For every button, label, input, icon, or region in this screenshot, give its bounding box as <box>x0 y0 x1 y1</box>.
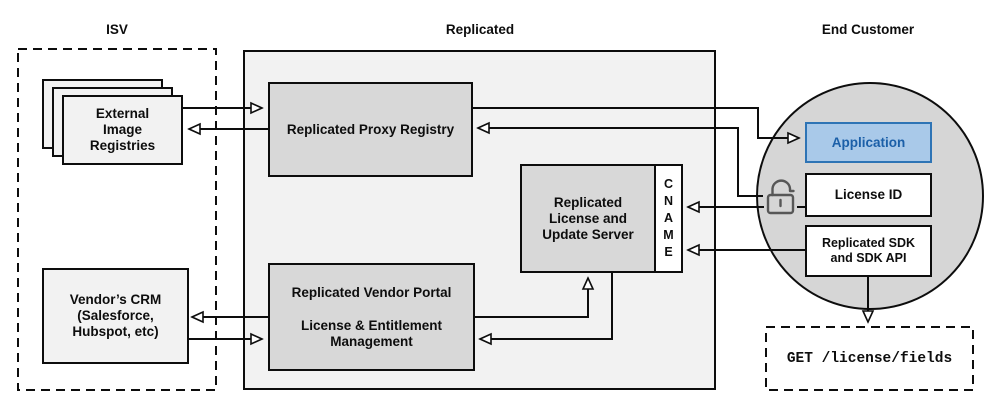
node-replicated-proxy-registry: Replicated Proxy Registry <box>268 82 473 177</box>
node-label-line: Registries <box>89 138 156 153</box>
node-application: Application <box>805 122 932 163</box>
node-label-line: Hubspot, etc) <box>72 324 159 339</box>
section-header-end-customer: End Customer <box>821 22 915 37</box>
cname-letter: C <box>663 177 674 191</box>
edge-licenseid-to-proxy <box>478 128 763 197</box>
node-label: Replicated Proxy Registry <box>286 121 455 137</box>
node-label-line: External <box>95 106 150 121</box>
cname-letter: A <box>663 211 674 225</box>
node-external-image-registries: External Image Registries <box>62 95 183 165</box>
node-label-line: License & Entitlement <box>300 317 443 333</box>
edge-portal-to-licenseserver <box>475 278 588 318</box>
node-label-line: Vendor’s CRM <box>69 292 162 307</box>
node-label-line: Replicated SDK <box>821 236 916 250</box>
node-label-line: (Salesforce, <box>77 308 154 323</box>
node-label-line: License and <box>548 210 628 226</box>
node-label: GET /license/fields <box>786 350 953 367</box>
edge-licenseserver-to-portal <box>480 273 613 339</box>
node-label-line: Management <box>330 333 413 349</box>
node-label-line: and SDK API <box>830 251 907 265</box>
section-header-isv: ISV <box>106 22 128 37</box>
section-header-replicated: Replicated <box>445 22 515 37</box>
cname-letter: N <box>663 194 674 208</box>
node-cname: C N A M E <box>654 164 683 273</box>
node-label-line: Update Server <box>542 226 634 242</box>
node-label-line: Replicated <box>553 194 623 210</box>
node-label-line: Image <box>102 122 143 137</box>
node-label: Application <box>831 134 906 150</box>
node-label: License ID <box>834 187 903 202</box>
unlock-icon <box>766 179 795 215</box>
node-replicated-license-update-server: Replicated License and Update Server <box>520 164 656 273</box>
cname-letter: M <box>663 228 674 242</box>
edge-proxy-to-application <box>473 107 799 138</box>
node-get-license-fields: GET /license/fields <box>766 327 973 390</box>
node-vendors-crm: Vendor’s CRM (Salesforce, Hubspot, etc) <box>42 268 189 364</box>
node-replicated-sdk: Replicated SDK and SDK API <box>805 225 932 277</box>
isv-section-dashed-box <box>17 48 217 391</box>
node-replicated-vendor-portal: Replicated Vendor Portal License & Entit… <box>268 263 475 371</box>
cname-letter: E <box>664 245 673 259</box>
node-license-id: License ID <box>805 173 932 217</box>
node-label-line: Replicated Vendor Portal <box>291 284 452 300</box>
